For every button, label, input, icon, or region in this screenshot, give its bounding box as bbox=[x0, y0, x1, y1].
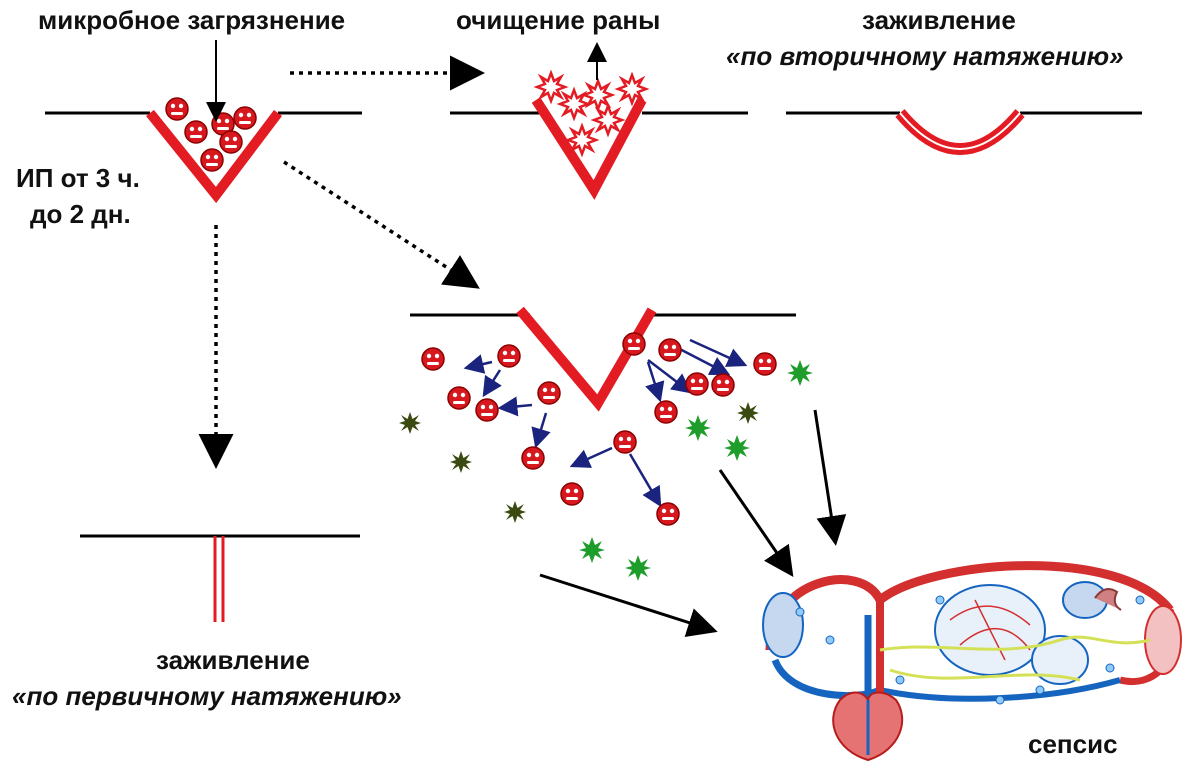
spiky-microbe-icon bbox=[450, 451, 472, 473]
microbe-icon bbox=[522, 447, 544, 469]
microbe-icon bbox=[201, 149, 223, 171]
microbe-icon bbox=[657, 503, 679, 525]
spiky-microbe-icon bbox=[399, 412, 421, 434]
microbe-icon bbox=[166, 98, 188, 120]
microbe-icon bbox=[448, 387, 470, 409]
spiky-microbe-icon bbox=[625, 555, 651, 581]
microbe-icon bbox=[538, 382, 560, 404]
microbe-icon bbox=[476, 399, 498, 421]
microbe-icon bbox=[234, 107, 256, 129]
microbe-icon bbox=[712, 374, 734, 396]
microbe-icon bbox=[623, 333, 645, 355]
spiky-microbe-icon bbox=[504, 501, 526, 523]
heart-icon bbox=[833, 693, 902, 761]
spiky-microbe-icon bbox=[579, 537, 605, 563]
spiky-microbe-icon bbox=[537, 73, 565, 101]
spiky-microbe-icon bbox=[737, 402, 759, 424]
spiky-microbe-icon bbox=[594, 106, 622, 134]
microbe-icon bbox=[686, 373, 708, 395]
microbe-icon bbox=[422, 348, 444, 370]
spiky-microbe-icon bbox=[787, 360, 813, 386]
spiky-microbe-icon bbox=[724, 435, 750, 461]
circulatory-system-icon bbox=[763, 566, 1181, 760]
microbe-icon bbox=[614, 431, 636, 453]
microbe-icon bbox=[185, 121, 207, 143]
primary-healing-scar bbox=[80, 536, 360, 622]
cleaning-wound bbox=[450, 46, 748, 190]
microbe-icon bbox=[659, 339, 681, 361]
microbe-icon bbox=[655, 401, 677, 423]
microbe-icon bbox=[754, 353, 776, 375]
spiky-microbe-icon bbox=[685, 415, 711, 441]
microbe-icon bbox=[498, 345, 520, 367]
infection-spread-wound bbox=[399, 310, 813, 581]
spiky-microbe-icon bbox=[618, 75, 646, 103]
contaminated-wound bbox=[45, 40, 362, 195]
microbe-icon bbox=[561, 483, 583, 505]
microbe-icon bbox=[220, 131, 242, 153]
spiky-microbe-icon bbox=[568, 126, 596, 154]
secondary-healing-scar bbox=[786, 113, 1142, 149]
dotted-arrow-to-spread bbox=[284, 162, 474, 285]
